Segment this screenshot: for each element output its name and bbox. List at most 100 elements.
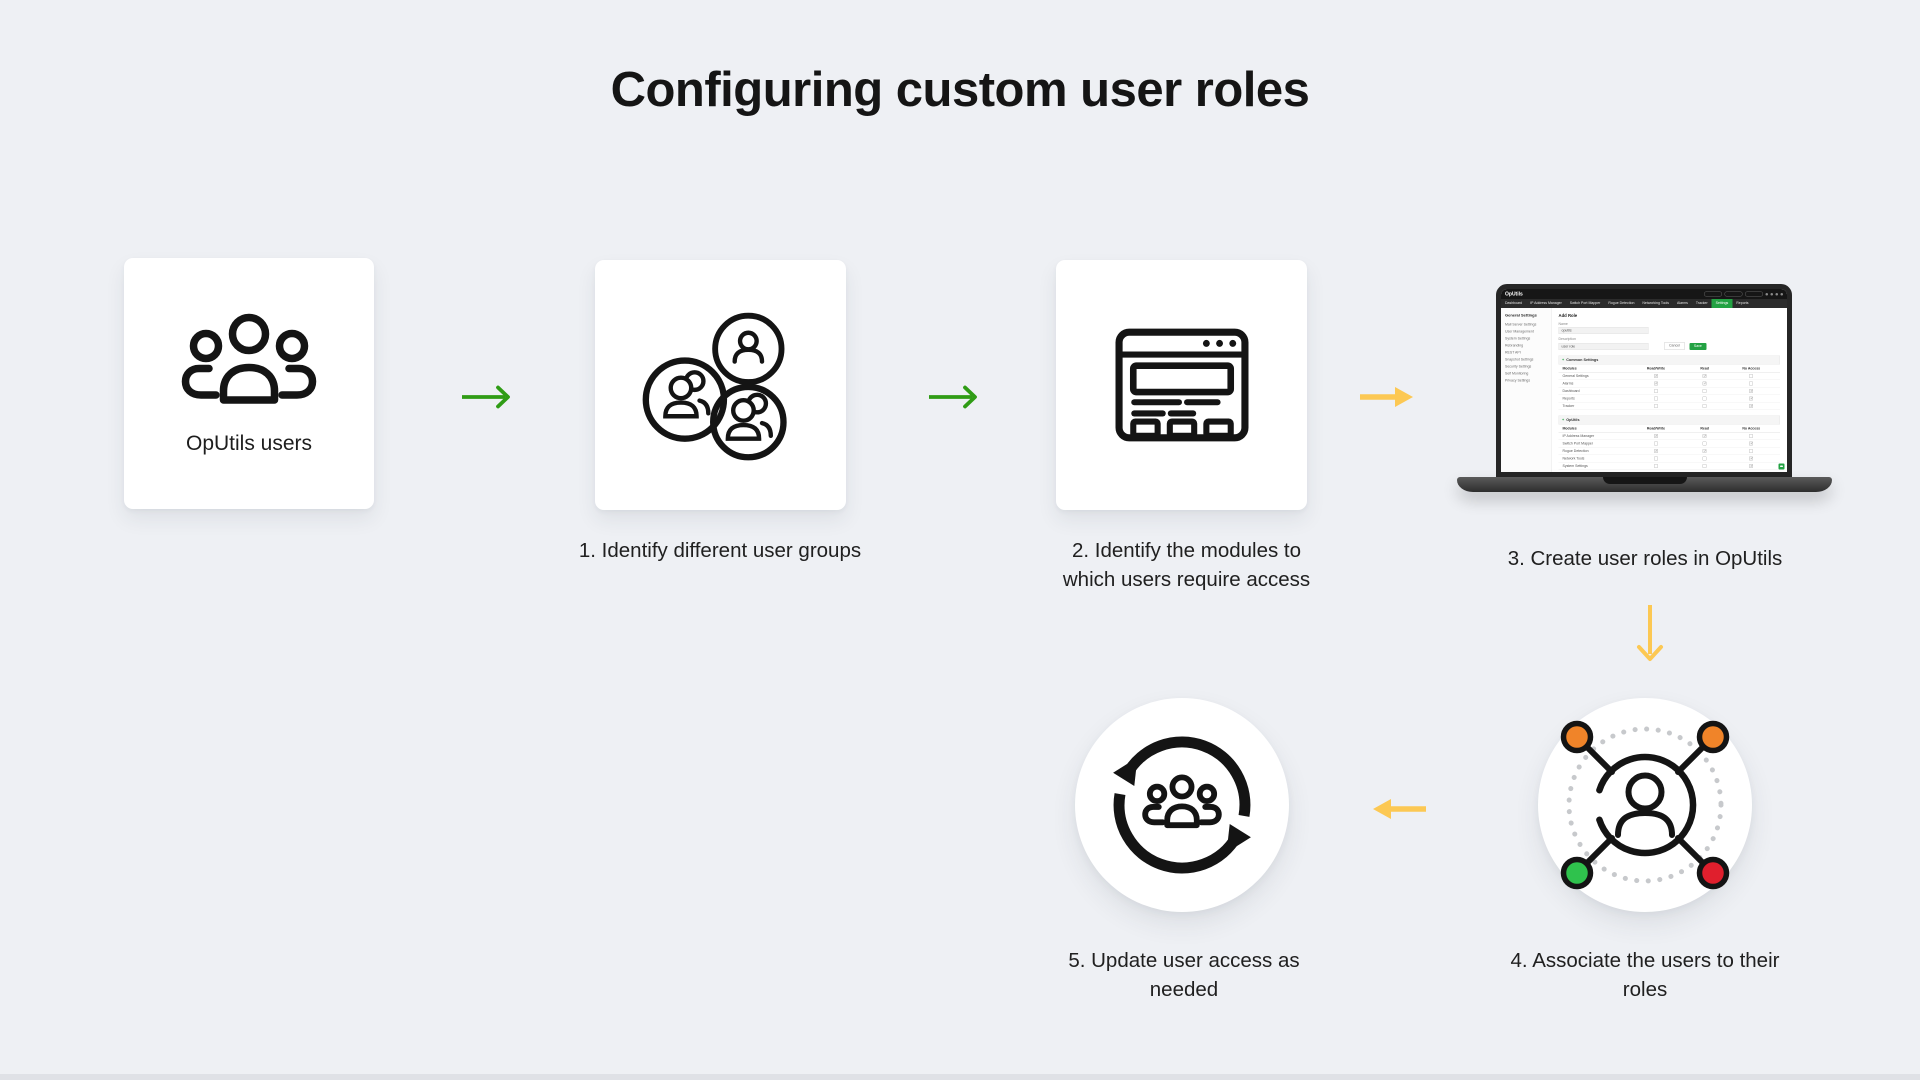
card-oputils-users: OpUtils users [124, 258, 374, 509]
laptop-table-row: IP Address Manager [1558, 433, 1780, 440]
laptop-checkbox [1702, 404, 1707, 408]
laptop-table-header: Read [1700, 426, 1709, 431]
laptop-sidebar-item: Security Settings [1505, 364, 1532, 369]
laptop-nav-item: Alarms [1677, 301, 1688, 306]
laptop-table-row: System Settings [1558, 463, 1780, 470]
card-modules [1056, 260, 1307, 510]
laptop-checkbox [1702, 441, 1707, 446]
laptop-section-title: OpUtils [1566, 417, 1580, 423]
step5-label: 5. Update user access as needed [1068, 949, 1300, 1001]
laptop-module-name: Dashboard [1562, 389, 1580, 393]
laptop-checkbox [1702, 456, 1707, 461]
laptop-module-name: Tracker [1562, 404, 1575, 408]
laptop-nav-item: IP Address Manager [1530, 301, 1562, 306]
arrow-down-yellow-icon [1637, 605, 1663, 661]
step2-label-line1: 2. Identify the modules to [1071, 539, 1302, 562]
laptop-checkbox [1749, 456, 1754, 461]
laptop-module-name: Network Tools [1562, 456, 1585, 461]
laptop-module-name: General Settings [1562, 374, 1589, 378]
card-user-groups [595, 260, 846, 510]
laptop-nav-item: Settings [1711, 299, 1733, 308]
laptop-nav-item: Tracker [1695, 301, 1708, 306]
browser-window-icon [1115, 328, 1248, 442]
laptop-module-name: Reports [1562, 396, 1575, 401]
laptop-nav-item: Dashboard [1505, 301, 1523, 306]
arrow-right-green-2-icon [929, 385, 977, 409]
step3-label: 3. Create user roles in OpUtils [1507, 547, 1783, 570]
laptop-sidebar-item: Snapshot Settings [1505, 357, 1534, 362]
laptop-description-label: Description [1558, 337, 1577, 342]
laptop-sidebar-item: Self Monitoring [1505, 371, 1529, 376]
laptop-description-input: user role [1558, 343, 1649, 350]
laptop-chat-bubble-icon [1778, 463, 1785, 470]
laptop-checkbox [1653, 441, 1658, 446]
laptop-checkbox [1702, 396, 1707, 401]
laptop-checkbox [1749, 374, 1754, 378]
laptop-table-row: Switch Port Mapper [1558, 440, 1780, 448]
laptop-table-header-row: Modules Read/Write Read No Access [1558, 365, 1780, 373]
laptop-checkbox [1702, 449, 1707, 453]
laptop-checkbox [1749, 389, 1754, 393]
laptop-section-header: +OpUtils [1558, 415, 1780, 425]
laptop-checkbox [1653, 434, 1658, 438]
laptop-sidebar-item: System Settings [1505, 336, 1531, 341]
laptop-section-header: +Common Settings [1558, 355, 1780, 365]
laptop-checkbox [1702, 374, 1707, 378]
circle-update-access [1075, 698, 1289, 912]
laptop-cancel-button: Cancel [1664, 342, 1685, 350]
user-groups-icon [642, 312, 787, 461]
bottom-strip [0, 1074, 1920, 1080]
laptop-base [1457, 477, 1832, 492]
expand-icon: + [1562, 357, 1565, 363]
expand-icon: + [1562, 417, 1565, 423]
laptop-table-row: Dashboard [1558, 388, 1780, 395]
laptop-section-title: Common Settings [1566, 357, 1599, 363]
laptop-table-row: Rogue Detection [1558, 448, 1780, 455]
card-oputils-users-label: OpUtils users [185, 432, 313, 455]
laptop-module-name: Switch Port Mapper [1562, 441, 1594, 446]
laptop-table-header: Modules [1562, 366, 1577, 371]
laptop-table-header: Read/Write [1646, 366, 1666, 371]
laptop-nav-item: Reports [1736, 301, 1749, 306]
users-refresh-icon [1113, 736, 1251, 874]
laptop-checkbox [1653, 456, 1658, 461]
laptop-topbar: OpUtils [1501, 289, 1787, 299]
laptop-table-row: Tracker [1558, 403, 1780, 410]
laptop-page-heading: Add Role [1558, 313, 1578, 318]
laptop-sidebar-item: Privacy Settings [1505, 378, 1531, 383]
laptop-brand-logo: OpUtils [1505, 291, 1523, 297]
arrow-right-green-1-icon [462, 385, 510, 409]
laptop-table-row: General Settings [1558, 373, 1780, 380]
laptop-module-name: System Settings [1562, 464, 1588, 468]
circle-associate-roles [1538, 698, 1752, 912]
laptop-table-header: No Access [1742, 366, 1761, 371]
laptop-checkbox [1653, 464, 1658, 468]
laptop-main-panel: Add Role Name oputils Description user r… [1552, 308, 1788, 472]
users-group-icon [181, 313, 317, 404]
user-roles-network-icon [1560, 720, 1730, 890]
laptop-checkbox [1653, 449, 1658, 453]
arrow-left-yellow-icon [1373, 799, 1426, 819]
laptop-sidebar-item: Mail Server Settings [1505, 322, 1537, 327]
laptop-checkbox [1702, 381, 1707, 386]
laptop-notch [1602, 477, 1687, 484]
laptop-checkbox [1702, 389, 1707, 393]
laptop-module-name: Alarms [1562, 381, 1574, 386]
laptop-checkbox [1653, 396, 1658, 401]
laptop-table-header: Read [1700, 366, 1709, 371]
laptop-table-header: No Access [1742, 426, 1761, 431]
arrow-right-yellow-icon [1360, 387, 1413, 407]
laptop-save-button: Save [1689, 343, 1707, 350]
laptop-sidebar-item: REST API [1505, 350, 1521, 355]
laptop-table-header: Modules [1562, 426, 1577, 431]
laptop-checkbox [1653, 389, 1658, 393]
laptop-checkbox [1653, 374, 1658, 378]
laptop-checkbox [1702, 434, 1707, 438]
